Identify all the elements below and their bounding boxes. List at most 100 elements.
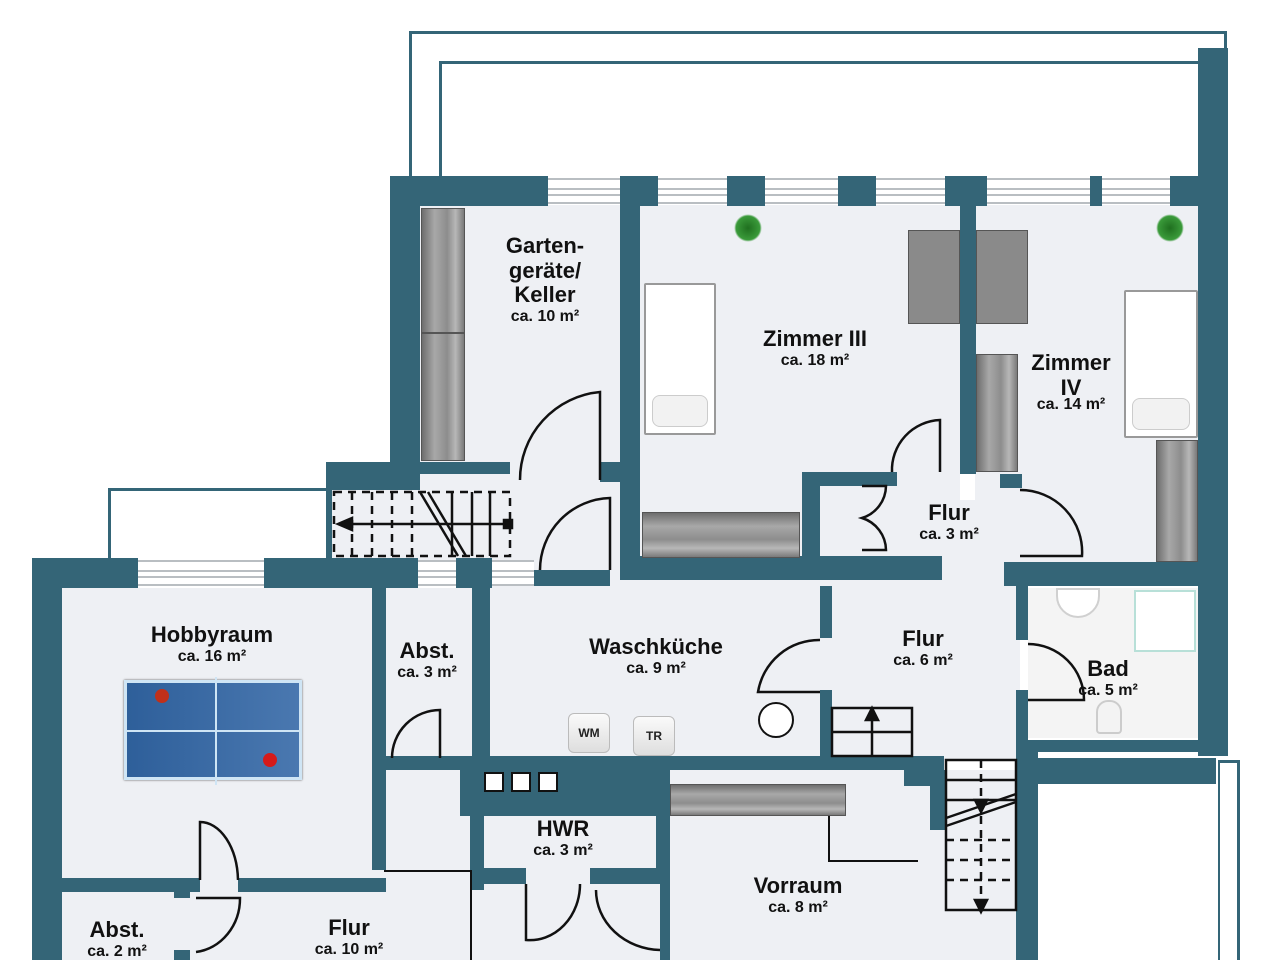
room-area: ca. 18 m² xyxy=(780,351,850,369)
staircase-flur xyxy=(830,705,914,758)
wall xyxy=(372,588,386,870)
wall xyxy=(600,462,620,482)
room-label-zimmer4: Zimmer IV ca. 14 m² xyxy=(1031,350,1111,414)
wall xyxy=(472,588,490,758)
vent-square xyxy=(511,772,531,792)
room-label-bad: Bad ca. 5 m² xyxy=(1078,656,1138,700)
toilet-icon xyxy=(1096,700,1122,734)
door-swing xyxy=(756,638,821,694)
window xyxy=(1102,178,1170,204)
window xyxy=(138,560,264,586)
wall xyxy=(390,176,420,466)
room-name: Flur xyxy=(902,626,944,651)
wall xyxy=(590,868,670,884)
room-label-gartengeraete: Garten- geräte/ Keller ca. 10 m² xyxy=(505,233,585,326)
wall xyxy=(930,770,946,830)
staircase-top xyxy=(332,490,514,558)
window xyxy=(765,178,838,204)
paddle-icon xyxy=(155,689,169,703)
door-swing xyxy=(198,820,240,881)
wall xyxy=(470,770,484,890)
room-area: ca. 5 m² xyxy=(1078,681,1138,699)
room-area: ca. 6 m² xyxy=(893,651,953,669)
wall xyxy=(330,462,420,490)
wall xyxy=(32,558,62,960)
wall xyxy=(820,586,832,638)
room-area: ca. 14 m² xyxy=(1036,396,1106,414)
room-label-abst-bottom: Abst. ca. 2 m² xyxy=(87,917,147,961)
room-area: ca. 2 m² xyxy=(87,942,147,960)
window xyxy=(987,178,1090,204)
terrace-inner-outline xyxy=(439,61,1209,201)
window xyxy=(876,178,945,204)
room-name: Bad xyxy=(1087,656,1129,681)
wall xyxy=(656,770,670,884)
window xyxy=(492,560,534,586)
room-name: Zimmer III xyxy=(763,326,867,351)
wall xyxy=(1090,176,1102,206)
balcony-outline xyxy=(108,488,330,568)
door-swing xyxy=(1019,488,1084,558)
desk-zimmer4 xyxy=(976,230,1028,324)
wall xyxy=(264,558,418,588)
wall-outline xyxy=(384,870,472,960)
room-name: Flur xyxy=(928,500,970,525)
room-name: Garten- xyxy=(505,233,585,258)
room-label-flur-small: Flur ca. 3 m² xyxy=(919,500,979,544)
door-swing xyxy=(518,390,602,481)
door-swing xyxy=(857,484,888,552)
room-name: geräte/ xyxy=(508,257,582,283)
door-swing xyxy=(890,418,942,473)
room-area: ca. 9 m² xyxy=(626,659,686,677)
room-area: ca. 16 m² xyxy=(177,647,247,665)
vent-square xyxy=(484,772,504,792)
shelf-gartengeraete-1 xyxy=(421,208,465,333)
washing-machine: WM xyxy=(568,713,610,753)
table-tennis-table xyxy=(124,677,302,785)
room-name: IV xyxy=(1060,374,1082,400)
paddle-icon xyxy=(263,753,277,767)
wall xyxy=(820,690,832,770)
wall xyxy=(620,176,640,580)
door-swing xyxy=(538,496,612,571)
wall xyxy=(32,878,200,892)
room-label-hobbyraum: Hobbyraum ca. 16 m² xyxy=(151,622,273,666)
room-label-hwr: HWR ca. 3 m² xyxy=(533,816,593,860)
shelf-gartengeraete-2 xyxy=(421,333,465,461)
wall xyxy=(470,868,526,884)
wall xyxy=(238,878,386,892)
wall-outline xyxy=(828,786,918,862)
shower-icon xyxy=(1134,590,1196,652)
room-label-flur-mid: Flur ca. 6 m² xyxy=(893,626,953,670)
room-area: ca. 3 m² xyxy=(919,525,979,543)
room-name: Waschküche xyxy=(589,634,723,659)
room-name: Flur xyxy=(328,915,370,940)
wall xyxy=(620,556,942,580)
wardrobe-vorraum xyxy=(670,784,846,816)
desk-zimmer3 xyxy=(908,230,960,324)
room-name: Keller xyxy=(514,282,576,308)
wardrobe-zimmer4-left xyxy=(976,354,1018,472)
bed-zimmer4 xyxy=(1124,290,1198,438)
plant-icon xyxy=(1156,214,1184,242)
door-swing xyxy=(594,889,661,952)
table-center-line xyxy=(127,730,299,732)
wall xyxy=(456,558,492,588)
wardrobe-zimmer3 xyxy=(642,512,800,558)
wall xyxy=(1004,562,1228,586)
window xyxy=(418,560,456,586)
wall xyxy=(1000,474,1022,488)
wall xyxy=(174,950,190,960)
wall xyxy=(1198,176,1228,756)
door-swing xyxy=(524,883,582,942)
room-area: ca. 3 m² xyxy=(533,841,593,859)
room-name: Zimmer xyxy=(1031,350,1111,375)
room-area: ca. 8 m² xyxy=(768,898,828,916)
door-swing xyxy=(1027,642,1086,702)
wall xyxy=(660,884,670,960)
wall xyxy=(1016,752,1038,960)
plant-icon xyxy=(734,214,762,242)
wall xyxy=(534,570,610,586)
wall xyxy=(420,462,510,474)
